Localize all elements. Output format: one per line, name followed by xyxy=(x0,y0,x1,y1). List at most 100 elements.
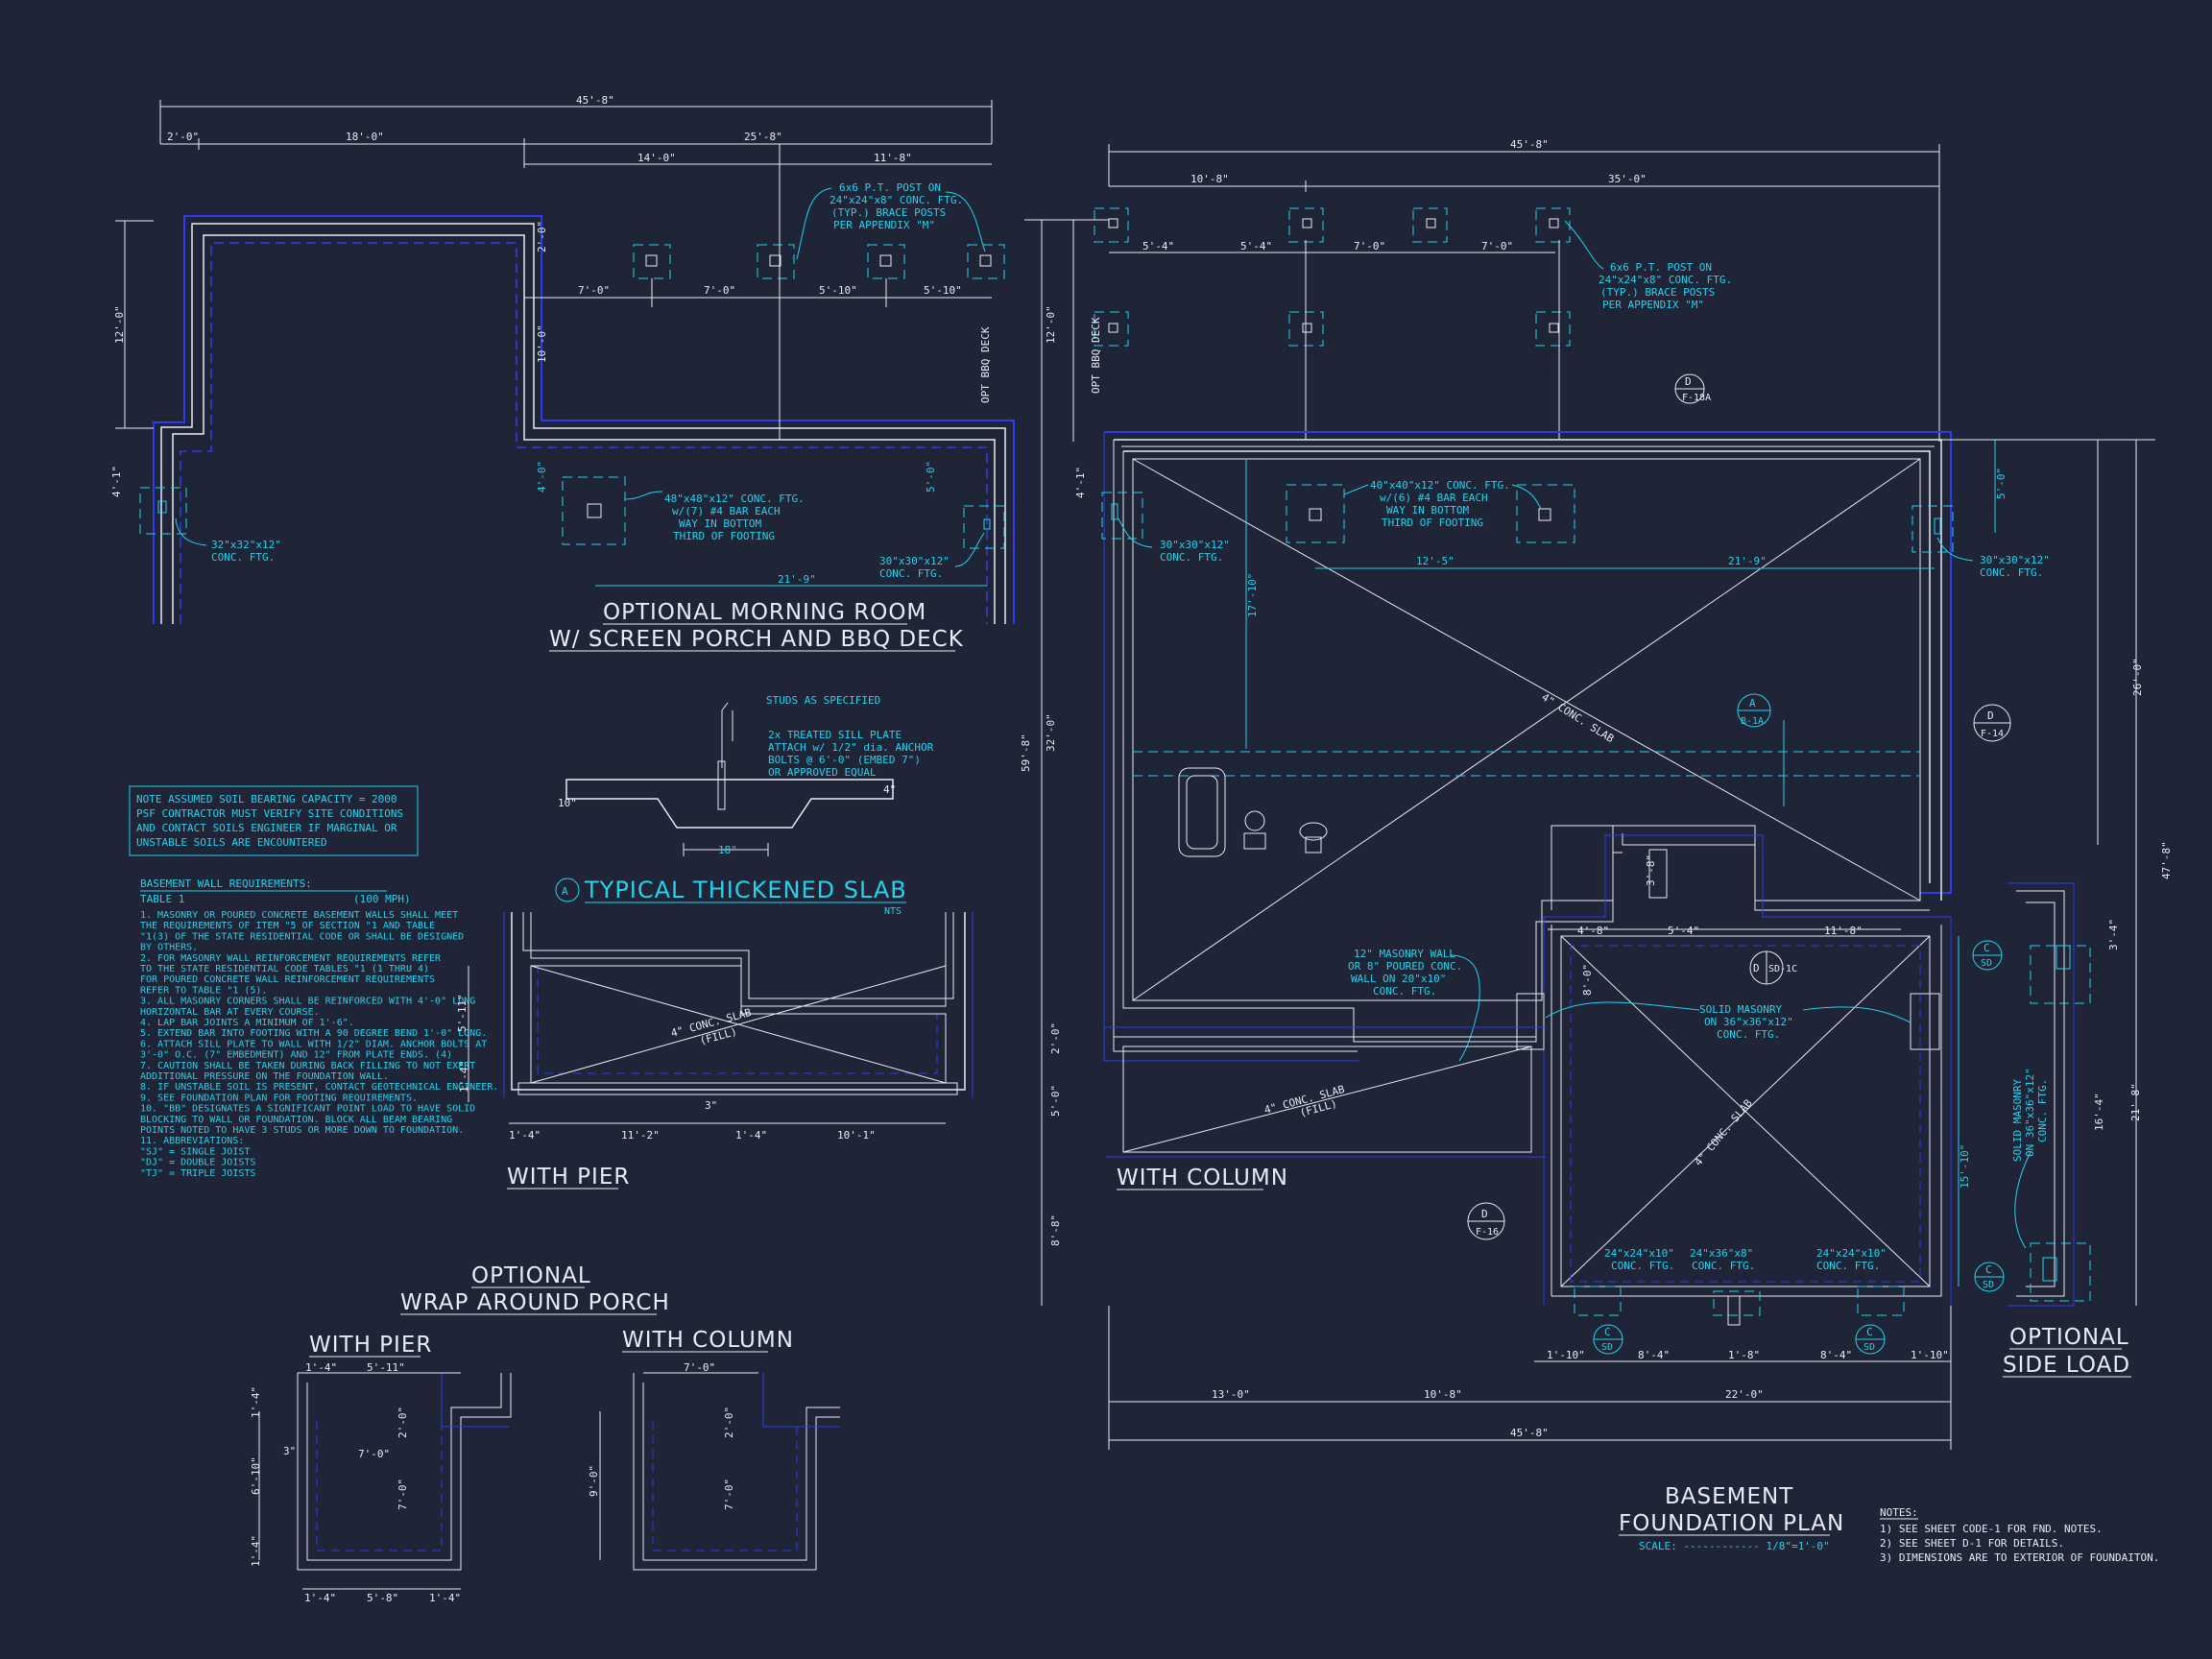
dim: 3'-4" xyxy=(2107,919,2120,950)
req-line: REFER TO TABLE "1 (5). xyxy=(140,985,267,996)
title-morning-room: OPTIONAL MORNING ROOM xyxy=(603,600,926,625)
post-note: (TYP.) BRACE POSTS xyxy=(1600,286,1715,299)
dim: 21'-9" xyxy=(1728,555,1767,567)
req-line: 7. CAUTION SHALL BE TAKEN DURING BACK FI… xyxy=(140,1061,475,1071)
dim: 8'-0" xyxy=(1581,964,1594,996)
dim: 8'-4" xyxy=(1820,1349,1852,1361)
dim: 9'-0" xyxy=(588,1465,600,1497)
svg-text:C: C xyxy=(1984,942,1990,954)
dim: 4'-8" xyxy=(1577,925,1609,937)
req-line: 2. FOR MASONRY WALL REINFORCEMENT REQUIR… xyxy=(140,953,442,964)
dim: 11'-2" xyxy=(621,1129,660,1142)
soil-note-line: UNSTABLE SOILS ARE ENCOUNTERED xyxy=(136,836,327,849)
svg-text:SD: SD xyxy=(1981,958,1992,969)
ftg-note: CONC. FTG. xyxy=(1160,551,1223,564)
title-with-column: WITH COLUMN xyxy=(1117,1166,1288,1190)
sill-note: OR APPROVED EQUAL xyxy=(768,766,877,779)
title-plan-sub: FOUNDATION PLAN xyxy=(1619,1511,1844,1536)
title-plan: BASEMENT xyxy=(1665,1484,1793,1509)
dim: 6'-10" xyxy=(250,1456,262,1495)
wall-note: WALL ON 20"x10" xyxy=(1351,973,1446,985)
soil-note-line: NOTE ASSUMED SOIL BEARING CAPACITY = 200… xyxy=(136,793,397,805)
dim: 7'-0" xyxy=(1354,240,1385,252)
svg-text:C: C xyxy=(1985,1263,1992,1276)
dim: 21'-9" xyxy=(778,573,816,586)
notes-item: 1) SEE SHEET CODE-1 FOR FND. NOTES. xyxy=(1880,1523,2103,1535)
dim: 2'-0" xyxy=(397,1407,409,1438)
side-solid-note: ON 36"x36"x12" xyxy=(2024,1068,2036,1157)
req-mph: (100 MPH) xyxy=(353,893,411,905)
dim: 5'-8" xyxy=(367,1592,398,1604)
req-table: TABLE 1 xyxy=(140,893,184,905)
slab-label-2: 4" CONC. SLAB xyxy=(1692,1096,1755,1168)
req-line: "TJ" = TRIPLE JOISTS xyxy=(140,1168,255,1179)
title-side-load: OPTIONAL xyxy=(2009,1325,2129,1350)
title-morning-room-sub: W/ SCREEN PORCH AND BBQ DECK xyxy=(549,627,964,652)
svg-text:A: A xyxy=(1749,697,1756,709)
notes-heading: NOTES: xyxy=(1880,1506,1918,1519)
basement-wall-requirements: BASEMENT WALL REQUIREMENTS: TABLE 1 (100… xyxy=(140,878,498,1179)
dim: 10" xyxy=(558,797,577,809)
section-tag: D F-18A xyxy=(1674,373,1711,404)
dim: 5'-4" xyxy=(1668,925,1699,937)
dim: 10'-1" xyxy=(837,1129,876,1142)
section-tag: C SD xyxy=(1974,1262,2005,1292)
ftg-note: THIRD OF FOOTING xyxy=(1382,517,1483,529)
dim: 2'-0" xyxy=(1049,1022,1062,1054)
dim: 7'-0" xyxy=(704,284,735,297)
studs-note: STUDS AS SPECIFIED xyxy=(766,694,880,707)
dim: 1'-4" xyxy=(250,1386,262,1418)
dim: 1'-4" xyxy=(305,1361,337,1374)
dim: 11'-8" xyxy=(1824,925,1863,937)
post-note: 24"x24"x8" CONC. FTG. xyxy=(830,194,963,206)
req-line: 10. "BB" DESIGNATES A SIGNIFICANT POINT … xyxy=(140,1104,475,1115)
ftg-note: 40"x40"x12" CONC. FTG. xyxy=(1370,479,1510,492)
wrap-around-porch: OPTIONAL WRAP AROUND PORCH WITH PIER WIT… xyxy=(250,1263,840,1604)
dim: 1'-4" xyxy=(509,1129,541,1142)
svg-text:F-16: F-16 xyxy=(1476,1227,1499,1238)
req-line: 11. ABBREVIATIONS: xyxy=(140,1136,244,1146)
dim: 7'-0" xyxy=(578,284,610,297)
ftg-note: 30"x30"x12" xyxy=(1980,554,2050,566)
svg-text:D: D xyxy=(1987,709,1994,722)
svg-text:SD: SD xyxy=(1601,1342,1613,1353)
footing-note: CONC. FTG. xyxy=(211,551,275,564)
section-tag: C SD xyxy=(1855,1324,1886,1355)
soil-note-box: NOTE ASSUMED SOIL BEARING CAPACITY = 200… xyxy=(129,785,419,856)
req-line: "DJ" = DOUBLE JOISTS xyxy=(140,1158,255,1168)
dim: 32'-0" xyxy=(1045,713,1057,752)
svg-text:SD: SD xyxy=(1983,1280,1994,1290)
dim: 2'-0" xyxy=(536,221,548,252)
dim: 10'-0" xyxy=(536,325,548,363)
req-line: 8. IF UNSTABLE SOIL IS PRESENT, CONTACT … xyxy=(140,1082,498,1093)
svg-text:F-14: F-14 xyxy=(1981,729,2004,739)
ftg-note: w/(6) #4 BAR EACH xyxy=(1380,492,1488,504)
dim: 4'-1" xyxy=(1074,467,1087,498)
title-with-pier: WITH PIER xyxy=(507,1165,630,1190)
req-line: "1(3) OF THE STATE RESIDENTIAL CODE OR S… xyxy=(140,931,464,942)
req-line: THE REQUIREMENTS OF ITEM "5 OF SECTION "… xyxy=(140,921,435,931)
post-note: (TYP.) BRACE POSTS xyxy=(831,206,946,219)
with-pier-detail: 4" CONC. SLAB (FILL) 5'-11" 1'-4" 3" 1'-… xyxy=(456,912,974,1190)
dim: 45'-8" xyxy=(1510,138,1549,151)
solid-note: SOLID MASONRY xyxy=(1699,1003,1782,1016)
title-side-load-sub: SIDE LOAD xyxy=(2003,1353,2130,1378)
req-line: BLOCKING TO WALL OR FOUNDATION. BLOCK AL… xyxy=(140,1115,452,1125)
post-note: 24"x24"x8" CONC. FTG. xyxy=(1599,274,1732,286)
dim: 7'-0" xyxy=(723,1479,735,1510)
req-line: 5. EXTEND BAR INTO FOOTING WITH A 90 DEG… xyxy=(140,1028,487,1039)
dim: 5'-4" xyxy=(1240,240,1272,252)
req-line: FOR POURED CONCRETE WALL REINFORCEMENT R… xyxy=(140,974,435,985)
wall-note: CONC. FTG. xyxy=(1373,985,1436,998)
dim: 12'-0" xyxy=(1045,305,1057,344)
post-note: 6x6 P.T. POST ON xyxy=(1610,261,1712,274)
dim: 18" xyxy=(718,844,737,856)
plan-scale: SCALE: ------------ 1/8"=1'-0" xyxy=(1639,1540,1830,1552)
dim: 21'-8" xyxy=(2129,1083,2142,1121)
dim: 11'-8" xyxy=(874,152,912,164)
section-tag: A B-1A xyxy=(1737,693,1771,728)
req-line: BY OTHERS. xyxy=(140,943,198,953)
dim: 5'-0" xyxy=(925,461,937,493)
